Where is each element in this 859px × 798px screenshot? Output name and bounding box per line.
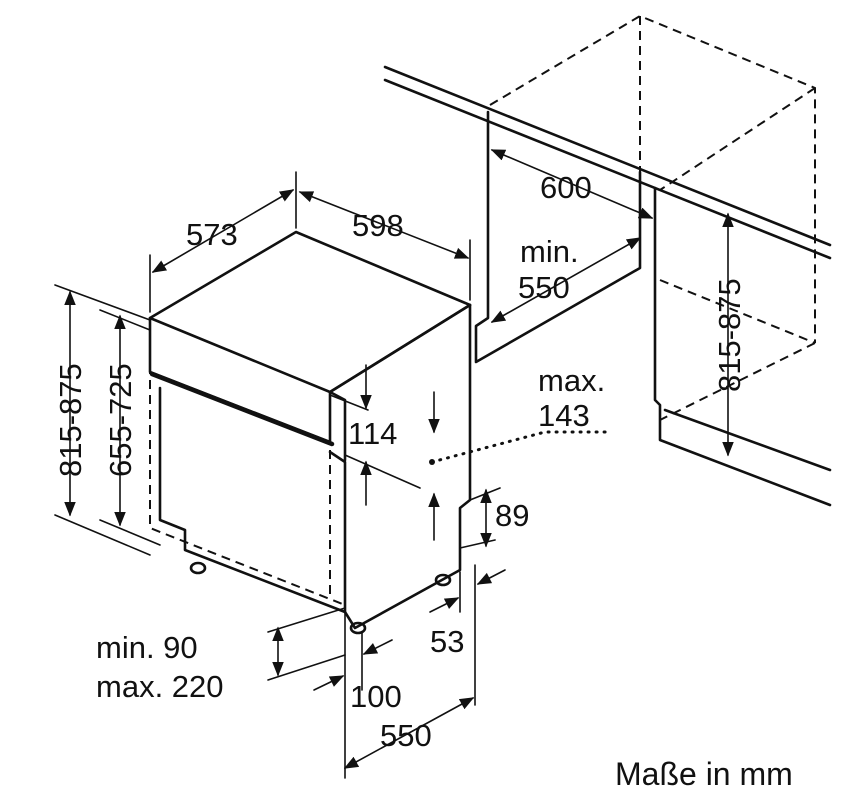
- bottom-550-arrow: [343, 697, 475, 769]
- label-plinth-max: max. 220: [96, 669, 224, 704]
- label-573: 573: [186, 217, 238, 252]
- label-598: 598: [352, 208, 404, 243]
- rear-foot: [434, 573, 452, 587]
- dishwasher-body: [148, 230, 472, 635]
- dishwasher-side-edge: [328, 303, 472, 462]
- dim-53-arrow-right: [476, 569, 506, 585]
- label-143: 143: [538, 398, 590, 433]
- kitchen-niche: [383, 14, 832, 507]
- label-89: 89: [495, 498, 529, 533]
- label-53: 53: [430, 624, 464, 659]
- max-143-leader: [430, 430, 612, 464]
- front-foot: [189, 561, 207, 575]
- dishwasher-top: [148, 230, 472, 394]
- label-550-bottom: 550: [380, 718, 432, 753]
- label-niche-height: 815-875: [712, 278, 747, 392]
- dishwasher-control-panel: [149, 371, 335, 447]
- door-hidden-outline: [149, 320, 346, 606]
- label-niche-550: 550: [518, 270, 570, 305]
- depth-573-arrow: [151, 189, 295, 273]
- width-598-arrow: [298, 191, 470, 259]
- label-114: 114: [348, 416, 397, 451]
- label-niche-min: min.: [520, 234, 579, 269]
- dimension-lines: [54, 149, 734, 779]
- dim-100-arrow-right: [362, 639, 393, 655]
- niche-600-arrow: [490, 149, 654, 219]
- center-foot: [349, 621, 367, 635]
- niche-hidden-edges: [489, 14, 816, 421]
- label-door-height: 655-725: [103, 363, 138, 477]
- niche-550-arrow: [490, 237, 642, 323]
- units-caption: Maße in mm: [615, 756, 793, 792]
- dishwasher-door: [158, 386, 347, 614]
- label-600: 600: [540, 170, 592, 205]
- dimension-labels: 573 598 600 min. 550 815-875 815-875 655…: [53, 170, 793, 792]
- label-max: max.: [538, 363, 605, 398]
- dim-53-arrow-left: [429, 597, 460, 613]
- label-100: 100: [350, 679, 402, 714]
- right-cabinet-side: [653, 186, 832, 507]
- dim-100-arrow-left: [313, 675, 345, 691]
- countertop-edge: [383, 65, 832, 260]
- label-plinth-min: min. 90: [96, 630, 198, 665]
- label-total-height: 815-875: [53, 363, 88, 477]
